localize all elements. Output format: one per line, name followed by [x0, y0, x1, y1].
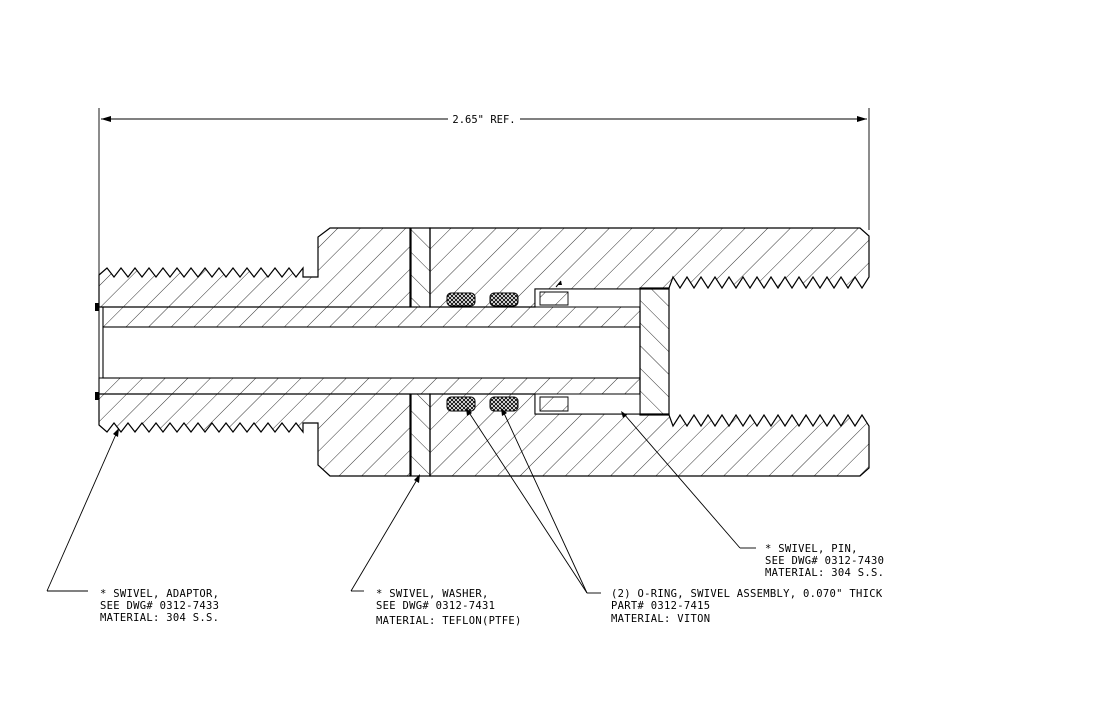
callout-adaptor-line1: * SWIVEL, ADAPTOR,	[100, 588, 219, 600]
callout-adaptor: * SWIVEL, ADAPTOR, SEE DWG# 0312-7433 MA…	[100, 588, 219, 624]
dimension-label: 2.65" REF.	[452, 114, 515, 126]
callout-washer-line2: SEE DWG# 0312-7431	[376, 600, 495, 612]
callout-washer-line3: MATERIAL: TEFLON(PTFE)	[376, 615, 522, 627]
o-rings	[446, 292, 519, 412]
callout-oring-line2: PART# 0312-7415	[611, 600, 710, 612]
swivel-washer-part	[410, 227, 431, 477]
o-ring-upper-left	[446, 292, 476, 307]
callout-oring-line3: MATERIAL: VITON	[611, 613, 710, 625]
callout-pin: * SWIVEL, PIN, SEE DWG# 0312-7430 MATERI…	[765, 543, 884, 579]
callout-pin-line2: SEE DWG# 0312-7430	[765, 555, 884, 567]
swivel-pin-part	[98, 227, 870, 477]
callout-oring-line1: (2) O-RING, SWIVEL ASSEMBLY, 0.070" THIC…	[611, 588, 883, 600]
o-ring-lower-right	[489, 396, 519, 412]
callout-adaptor-line3: MATERIAL: 304 S.S.	[100, 612, 219, 624]
overall-length-dimension: 2.65" REF.	[98, 108, 870, 305]
callout-pin-line3: MATERIAL: 304 S.S.	[765, 567, 884, 579]
leader-lines	[46, 408, 756, 594]
o-ring-lower-left	[446, 396, 476, 412]
o-ring-upper-right	[489, 292, 519, 307]
callout-oring: (2) O-RING, SWIVEL ASSEMBLY, 0.070" THIC…	[611, 588, 883, 625]
callout-adaptor-line2: SEE DWG# 0312-7433	[100, 600, 219, 612]
callout-pin-line1: * SWIVEL, PIN,	[765, 543, 858, 555]
callout-washer-line1: * SWIVEL, WASHER,	[376, 588, 489, 600]
callout-washer: * SWIVEL, WASHER, SEE DWG# 0312-7431 MAT…	[376, 588, 522, 627]
